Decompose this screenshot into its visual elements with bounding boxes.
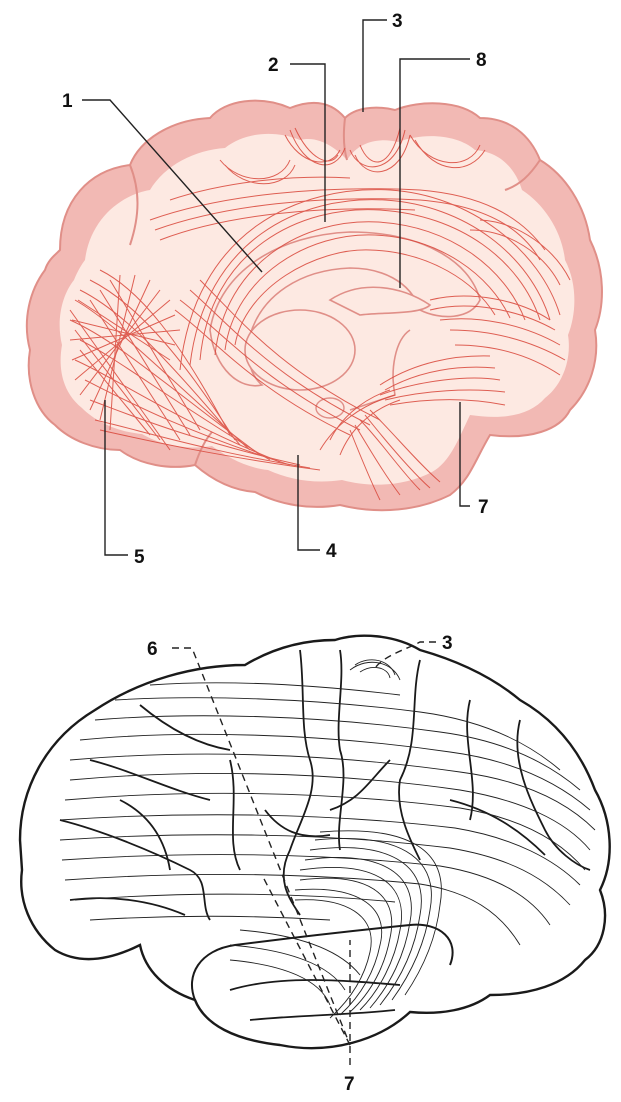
label-3: 3 (392, 11, 403, 32)
lateral-hemisphere-figure: 6 3 7 (20, 633, 610, 1095)
label-7: 7 (478, 497, 489, 518)
label-1: 1 (62, 91, 73, 112)
label-2: 2 (268, 55, 279, 76)
label-6: 6 (147, 639, 158, 660)
label-8: 8 (476, 50, 487, 71)
label-4: 4 (326, 541, 337, 562)
medial-hemisphere-figure: 1 2 3 8 7 5 4 (27, 11, 602, 568)
label-3-bottom: 3 (442, 633, 453, 654)
thalamus (245, 310, 355, 390)
label-7-bottom: 7 (344, 1074, 355, 1095)
label-5: 5 (134, 547, 145, 568)
lateral-outline (20, 636, 610, 1048)
